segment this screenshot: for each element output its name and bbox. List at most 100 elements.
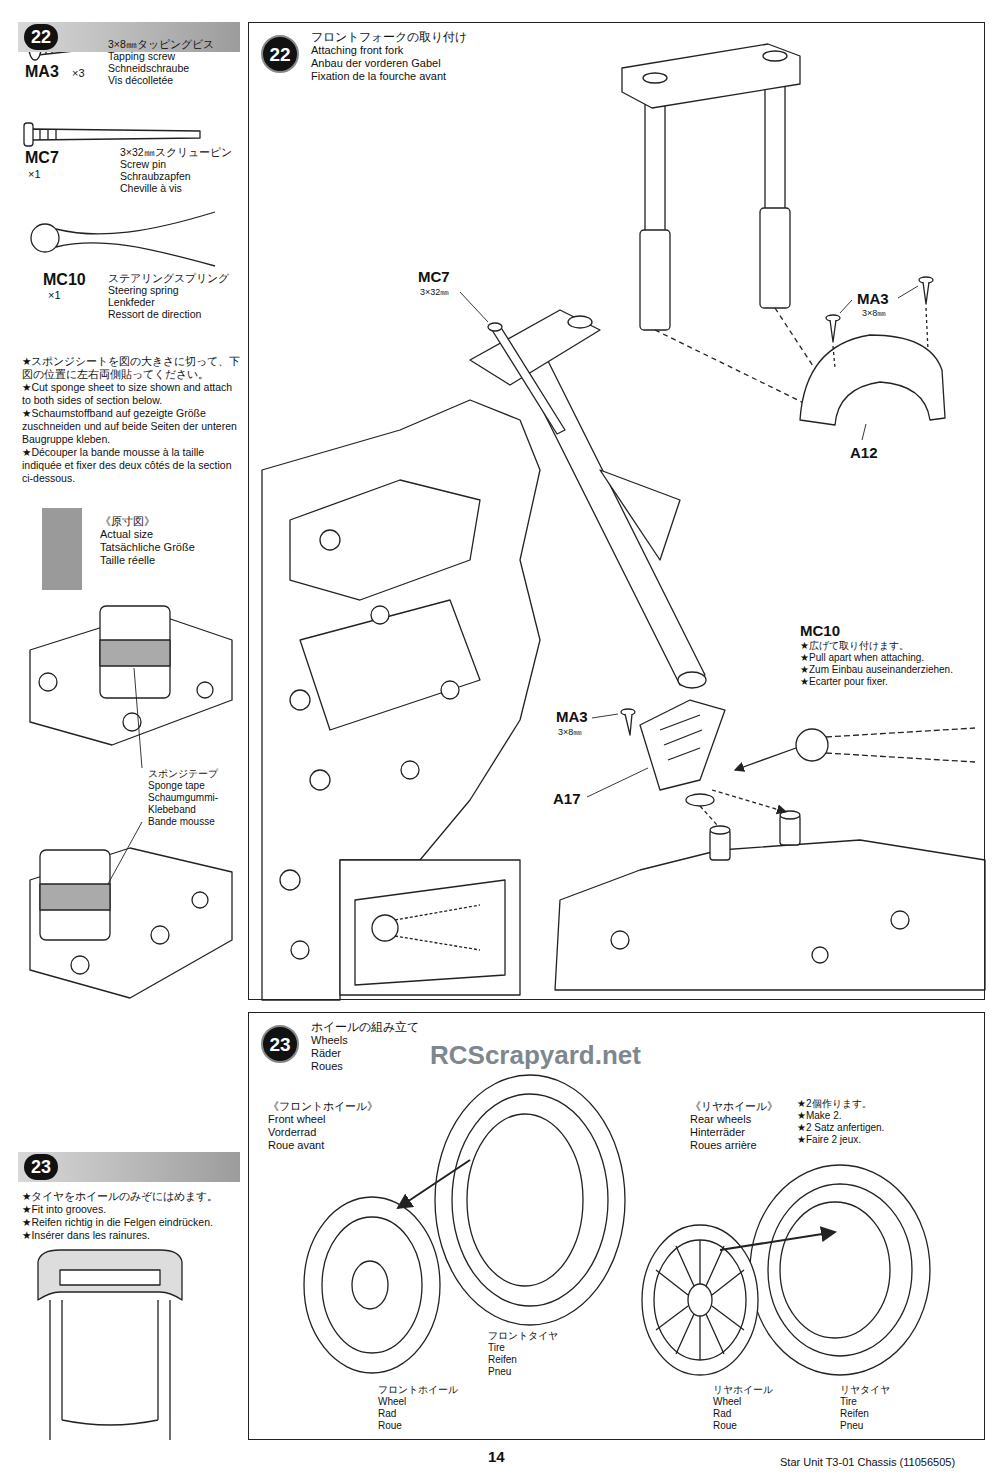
label-slot: MC7	[418, 268, 450, 286]
label-text: ★Faire 2 jeux.	[797, 1134, 979, 1146]
label-slot: MC10	[800, 622, 840, 640]
label-text: Schneidschraube	[108, 62, 242, 74]
label-slot: MA3	[25, 62, 59, 81]
note-group: 《原寸図》Actual sizeTatsächliche GrößeTaille…	[100, 515, 240, 567]
label-text: Taille réelle	[100, 554, 240, 567]
label-text: Roue	[378, 1420, 478, 1432]
label-text: Front wheel	[268, 1113, 408, 1126]
label-text: Star Unit T3-01 Chassis (11056505)	[780, 1456, 955, 1469]
part-number: MC10	[43, 270, 86, 289]
part-number: MA3	[556, 708, 588, 726]
note-group: 3×8㎜タッピングビスTapping screwSchneidschraubeV…	[108, 38, 242, 86]
watermark: RCScrapyard.net	[430, 1040, 641, 1071]
label-slot: 3×8㎜	[862, 308, 886, 319]
part-number: A17	[553, 790, 581, 808]
note-group: 《フロントホイール》Front wheelVorderradRoue avant	[268, 1100, 408, 1152]
label-text: Tire	[840, 1396, 940, 1408]
label-text: ★Ecarter pour fixer.	[800, 676, 982, 688]
step-panel: フロントフォークの取り付けAttaching front forkAnbau d…	[248, 22, 985, 1000]
step-number-circle: 22	[261, 35, 299, 73]
step-number: 22	[269, 45, 290, 64]
label-text: Wheel	[378, 1396, 478, 1408]
label-text: Cheville à vis	[120, 182, 244, 194]
note-group: フロントタイヤTireReifenPneu	[488, 1330, 578, 1378]
note-group: リヤホイールWheelRadRoue	[713, 1384, 803, 1432]
label-text: スポンジテープ	[148, 768, 243, 780]
step-panel: ホイールの組み立てWheelsRäderRoues 23	[248, 1012, 985, 1440]
label-text: Schraubzapfen	[120, 170, 244, 182]
label-slot: MA3	[857, 290, 889, 308]
label-text: ★Insérer dans les rainures.	[22, 1229, 242, 1242]
label-slot: ×1	[28, 168, 41, 181]
label-text: 3×8㎜タッピングビス	[108, 38, 242, 50]
label-text: ★広げて取り付けます。	[800, 640, 982, 652]
label-text: ★Cut sponge sheet to size shown and atta…	[22, 381, 242, 407]
label-text: 3×8㎜	[558, 727, 582, 738]
label-slot: Star Unit T3-01 Chassis (11056505)	[780, 1456, 955, 1469]
label-text: Steering spring	[108, 284, 242, 296]
label-slot: MC7	[25, 148, 59, 167]
label-text: 3×32㎜	[420, 287, 449, 298]
step-header-band: 23	[18, 1152, 240, 1182]
label-text: リヤタイヤ	[840, 1384, 940, 1396]
label-text: Roues arrière	[690, 1139, 792, 1152]
step-heading: フロントフォークの取り付けAttaching front forkAnbau d…	[311, 31, 467, 83]
note-group: スポンジテープSponge tapeSchaumgummi-KlebebandB…	[148, 768, 243, 828]
note-group: ★タイヤをホイールのみぞにはめます。★Fit into grooves.★Rei…	[22, 1190, 242, 1242]
label-text: ★Découper la bande mousse à la taille in…	[22, 446, 242, 485]
heading-translation: Räder	[311, 1047, 419, 1060]
label-slot: 3×32㎜	[420, 287, 449, 298]
step-number: 23	[269, 1035, 290, 1054]
label-text: ステアリングスプリング	[108, 272, 242, 284]
label-text: 《原寸図》	[100, 515, 240, 528]
label-text: 《フロントホイール》	[268, 1100, 408, 1113]
label-slot: 3×8㎜	[558, 727, 582, 738]
label-slot: A12	[850, 444, 878, 462]
label-text: Ressort de direction	[108, 308, 242, 320]
label-text: フロントタイヤ	[488, 1330, 578, 1342]
label-text: Roue	[713, 1420, 803, 1432]
label-text: Pneu	[840, 1420, 940, 1432]
label-text: 3×8㎜	[862, 308, 886, 319]
label-text: Rad	[713, 1408, 803, 1420]
label-text: Sponge tape	[148, 780, 243, 792]
label-text: ★スポンジシートを図の大きさに切って、下図の位置に左右両側貼ってください。	[22, 355, 242, 381]
step-number-circle: 23	[261, 1025, 299, 1063]
note-group: 3×32㎜スクリューピンScrew pinSchraubzapfenChevil…	[120, 146, 244, 194]
label-text: ★Fit into grooves.	[22, 1203, 242, 1216]
label-text: ★2 Satz anfertigen.	[797, 1122, 979, 1134]
label-text: Wheel	[713, 1396, 803, 1408]
label-text: Hinterräder	[690, 1126, 792, 1139]
label-text: Rear wheels	[690, 1113, 792, 1126]
step-number: 22	[24, 24, 58, 50]
note-group: フロントホイールWheelRadRoue	[378, 1384, 478, 1432]
label-text: Bande mousse	[148, 816, 243, 828]
part-number: 14	[488, 1448, 505, 1466]
label-text: ★タイヤをホイールのみぞにはめます。	[22, 1190, 242, 1203]
note-group: ★広げて取り付けます。★Pull apart when attaching.★Z…	[800, 640, 982, 688]
label-text: ×1	[48, 289, 61, 302]
label-slot: MC10	[43, 270, 86, 289]
label-text: ×3	[72, 67, 85, 80]
label-text: Tatsächliche Größe	[100, 541, 240, 554]
heading-japanese: ホイールの組み立て	[311, 1021, 419, 1034]
label-text: Tapping screw	[108, 50, 242, 62]
label-text: Schaumgummi-Klebeband	[148, 792, 243, 816]
label-slot: 14	[488, 1448, 505, 1466]
heading-translation: Wheels	[311, 1034, 419, 1047]
part-number: MA3	[25, 62, 59, 81]
heading-translation: Roues	[311, 1060, 419, 1073]
label-text: ★2個作ります。	[797, 1098, 979, 1110]
step-heading: ホイールの組み立てWheelsRäderRoues	[311, 1021, 419, 1073]
heading-japanese: フロントフォークの取り付け	[311, 31, 467, 44]
part-number: MC10	[800, 622, 840, 640]
label-slot: A17	[553, 790, 581, 808]
part-number: A12	[850, 444, 878, 462]
part-number: MC7	[418, 268, 450, 286]
part-number: MC7	[25, 148, 59, 167]
step-number: 23	[24, 1154, 58, 1180]
label-text: 《リヤホイール》	[690, 1100, 792, 1113]
label-text: Rad	[378, 1408, 478, 1420]
